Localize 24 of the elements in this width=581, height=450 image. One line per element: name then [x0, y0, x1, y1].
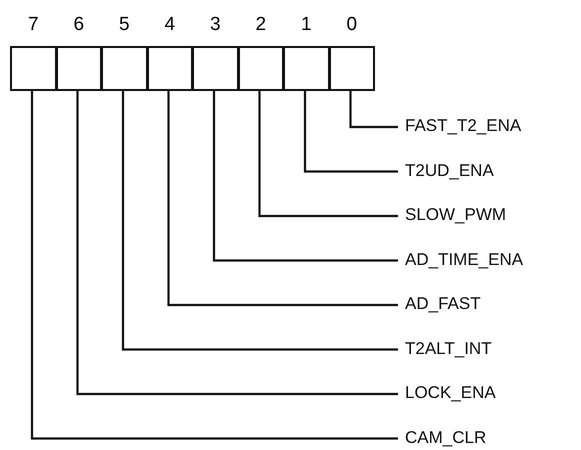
leader-line: [212, 91, 398, 262]
bit-number: 5: [118, 14, 131, 36]
leader-line: [167, 91, 398, 306]
bit-number: 3: [208, 14, 222, 36]
leader-line: [76, 91, 398, 396]
bit-number: 1: [300, 14, 313, 36]
field-name: CAM_CLR: [405, 428, 486, 448]
bit-number: 7: [26, 14, 40, 36]
field-name: AD_TIME_ENA: [405, 250, 524, 270]
field-name: T2UD_ENA: [405, 160, 494, 180]
bit-number: 0: [345, 14, 358, 36]
field-name: LOCK_ENA: [405, 383, 496, 403]
bit-number: 6: [72, 14, 86, 36]
leader-line: [304, 91, 398, 173]
field-name: FAST_T2_ENA: [405, 116, 522, 136]
leader-line: [122, 91, 398, 351]
leader-line: [258, 91, 398, 218]
leader-line: [349, 91, 398, 128]
field-name: T2ALT_INT: [405, 338, 492, 358]
bit-number: 2: [254, 14, 268, 36]
leader-line: [30, 91, 398, 440]
field-name: SLOW_PWM: [405, 205, 506, 225]
field-name: AD_FAST: [405, 294, 481, 314]
bit-number: 4: [163, 14, 176, 36]
